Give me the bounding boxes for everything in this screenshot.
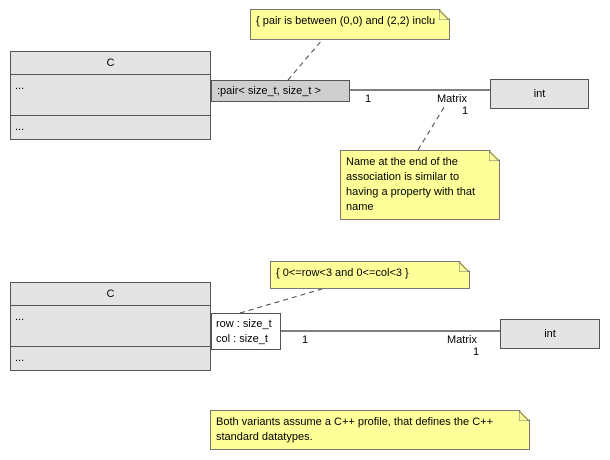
constraint-note-1[interactable]: { pair is between (0,0) and (2,2) inclu	[250, 9, 450, 40]
constraint-anchor-2	[239, 288, 323, 314]
class-c-2[interactable]: C ... ...	[10, 282, 211, 371]
constraint-anchor-1	[287, 39, 323, 81]
cpp-profile-note[interactable]: Both variants assume a C++ profile, that…	[210, 410, 530, 450]
cpp-profile-note-text: Both variants assume a C++ profile, that…	[216, 416, 493, 443]
qualifier-col: col : size_t	[216, 333, 268, 345]
qualifier-row-col[interactable]: row : size_t col : size_t	[211, 313, 281, 350]
note-fold-corner	[489, 151, 499, 161]
note-fold-corner	[519, 411, 529, 421]
class-c-1-attributes: ...	[11, 75, 210, 116]
role-name-2: Matrix	[447, 334, 477, 346]
note-fold-corner	[439, 10, 449, 20]
multiplicity-target-2: 1	[473, 346, 480, 358]
multiplicity-source-2: 1	[302, 334, 309, 346]
note-fold-corner	[459, 262, 469, 272]
class-c-2-name: C	[11, 283, 210, 306]
class-int-2[interactable]: int	[500, 319, 600, 349]
role-name-note-text: Name at the end of the association is si…	[346, 156, 476, 213]
class-c-1-operations: ...	[15, 121, 25, 133]
constraint-note-2[interactable]: { 0<=row<3 and 0<=col<3 }	[270, 261, 470, 289]
multiplicity-source-1: 1	[365, 93, 372, 105]
role-name-1: Matrix	[437, 93, 467, 105]
constraint-note-2-text: { 0<=row<3 and 0<=col<3 }	[276, 267, 409, 279]
class-c-1-name: C	[11, 52, 210, 75]
role-name-note[interactable]: Name at the end of the association is si…	[340, 150, 500, 220]
constraint-note-1-text: { pair is between (0,0) and (2,2) inclu	[256, 15, 436, 27]
multiplicity-target-1: 1	[462, 105, 469, 117]
class-c-2-operations: ...	[15, 352, 25, 364]
role-note-anchor-1	[417, 103, 447, 151]
class-c-1[interactable]: C ... ...	[10, 51, 211, 140]
class-int-1[interactable]: int	[490, 79, 589, 109]
qualifier-pair[interactable]: :pair< size_t, size_t >	[211, 80, 350, 102]
qualifier-row: row : size_t	[216, 318, 272, 330]
class-c-2-attributes: ...	[11, 306, 210, 347]
